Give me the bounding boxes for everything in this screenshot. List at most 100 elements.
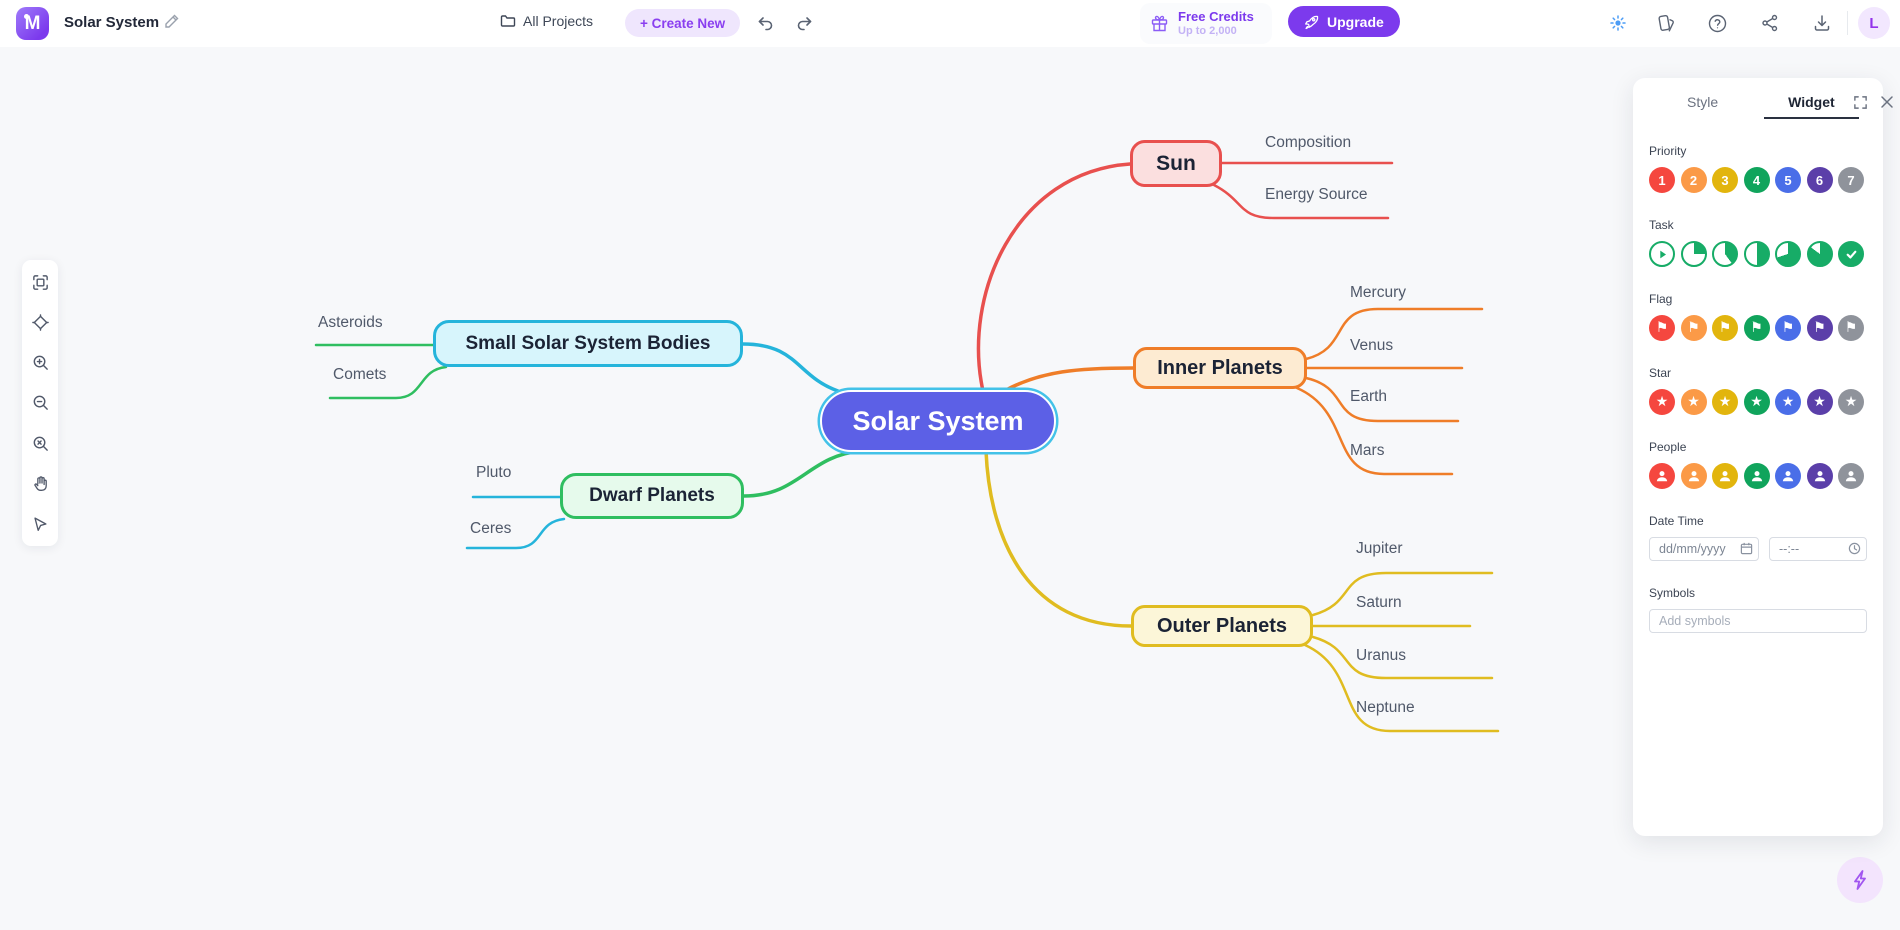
all-projects-link[interactable]: All Projects (500, 13, 593, 29)
topic-comets[interactable]: Comets (333, 366, 387, 383)
close-panel-icon[interactable] (1880, 95, 1894, 109)
task-85-icon[interactable] (1806, 241, 1833, 267)
create-new-button[interactable]: + Create New (625, 9, 741, 37)
flag-purple-icon[interactable]: ⚑ (1806, 315, 1833, 341)
lightning-icon (1854, 870, 1866, 890)
people-red-icon[interactable] (1649, 463, 1675, 489)
topic-earth[interactable]: Earth (1350, 388, 1388, 405)
topic-pluto[interactable]: Pluto (476, 464, 512, 481)
flag-yellow-icon[interactable]: ⚑ (1712, 315, 1738, 341)
priority-4-badge[interactable]: 4 (1743, 167, 1770, 193)
branch-node-sun[interactable]: Sun (1130, 140, 1222, 187)
priority-5-badge[interactable]: 5 (1775, 167, 1801, 193)
user-avatar[interactable]: L (1858, 7, 1890, 39)
topic-neptune[interactable]: Neptune (1356, 699, 1415, 716)
datetime-label: Date Time (1649, 514, 1704, 528)
task-40-icon[interactable] (1712, 241, 1738, 267)
priority-7-badge[interactable]: 7 (1838, 167, 1864, 193)
branch-node-inner-planets[interactable]: Inner Planets (1133, 347, 1307, 389)
symbols-input[interactable] (1649, 609, 1867, 633)
people-blue-icon[interactable] (1775, 463, 1801, 489)
star-yellow-icon[interactable]: ★ (1712, 389, 1738, 415)
all-projects-label: All Projects (523, 13, 594, 29)
people-yellow-icon[interactable] (1712, 463, 1738, 489)
edge-earth (1304, 376, 1460, 423)
share-icon[interactable] (1757, 10, 1783, 36)
redo-icon[interactable] (792, 10, 818, 36)
edge-ceres (465, 517, 566, 550)
priority-6-badge[interactable]: 6 (1806, 167, 1833, 193)
priority-section: Priority 1 2 3 4 5 6 7 (1649, 144, 1867, 193)
task-50-icon[interactable] (1743, 241, 1770, 267)
upgrade-button[interactable]: Upgrade (1288, 6, 1400, 37)
branch-node-small-solar-system-bodies[interactable]: Small Solar System Bodies (433, 320, 743, 367)
free-credits-badge[interactable]: Free Credits Up to 2,000 (1140, 3, 1272, 44)
document-title: Solar System (64, 14, 160, 31)
tab-style[interactable]: Style (1687, 94, 1719, 110)
download-icon[interactable] (1809, 10, 1835, 36)
root-node-solar-system[interactable]: Solar System (820, 390, 1056, 452)
time-input[interactable] (1769, 537, 1867, 561)
people-orange-icon[interactable] (1680, 463, 1707, 489)
task-done-icon[interactable] (1838, 241, 1864, 267)
topic-asteroids[interactable]: Asteroids (318, 314, 383, 331)
topic-energy-source[interactable]: Energy Source (1265, 186, 1368, 203)
topic-mars[interactable]: Mars (1350, 442, 1385, 459)
topic-composition[interactable]: Composition (1265, 134, 1352, 151)
flag-green-icon[interactable]: ⚑ (1743, 315, 1770, 341)
edge-neptune (1303, 643, 1500, 733)
task-25-icon[interactable] (1680, 241, 1707, 267)
flag-gray-icon[interactable]: ⚑ (1838, 315, 1864, 341)
topic-venus[interactable]: Venus (1350, 337, 1394, 354)
tab-widget[interactable]: Widget (1764, 94, 1859, 119)
branch-node-outer-planets[interactable]: Outer Planets (1131, 605, 1313, 647)
priority-3-badge[interactable]: 3 (1712, 167, 1738, 193)
zoom-out-icon[interactable] (29, 392, 51, 414)
upgrade-label: Upgrade (1327, 13, 1384, 30)
star-purple-icon[interactable]: ★ (1806, 389, 1833, 415)
rename-icon[interactable] (164, 13, 180, 29)
task-start-icon[interactable] (1649, 241, 1675, 267)
zoom-reset-icon[interactable] (29, 432, 51, 454)
star-green-icon[interactable]: ★ (1743, 389, 1770, 415)
topic-uranus[interactable]: Uranus (1356, 647, 1406, 664)
task-70-icon[interactable] (1775, 241, 1801, 267)
topic-mercury[interactable]: Mercury (1350, 284, 1406, 301)
help-icon[interactable] (1704, 10, 1730, 36)
edge-uranus (1311, 635, 1494, 680)
ai-assistant-button[interactable] (1837, 857, 1883, 903)
fit-screen-icon[interactable] (29, 271, 51, 293)
undo-icon[interactable] (752, 10, 778, 36)
flag-label: Flag (1649, 292, 1673, 306)
pan-hand-icon[interactable] (29, 473, 51, 495)
edge-dwarf-planets (742, 449, 864, 498)
topic-saturn[interactable]: Saturn (1356, 594, 1402, 611)
people-purple-icon[interactable] (1806, 463, 1833, 489)
flag-red-icon[interactable]: ⚑ (1649, 315, 1675, 341)
people-green-icon[interactable] (1743, 463, 1770, 489)
star-gray-icon[interactable]: ★ (1838, 389, 1864, 415)
star-orange-icon[interactable]: ★ (1680, 389, 1707, 415)
star-blue-icon[interactable]: ★ (1775, 389, 1801, 415)
expand-panel-icon[interactable] (1853, 95, 1868, 110)
zoom-in-icon[interactable] (29, 352, 51, 374)
priority-1-badge[interactable]: 1 (1649, 167, 1675, 193)
priority-2-badge[interactable]: 2 (1680, 167, 1707, 193)
locate-center-icon[interactable] (29, 311, 51, 333)
app-logo[interactable]: M (16, 7, 49, 40)
ai-beautify-icon[interactable] (1605, 10, 1631, 36)
flag-blue-icon[interactable]: ⚑ (1775, 315, 1801, 341)
datetime-section: Date Time (1649, 514, 1867, 561)
star-red-icon[interactable]: ★ (1649, 389, 1675, 415)
people-gray-icon[interactable] (1838, 463, 1864, 489)
canvas-toolbar (22, 260, 58, 546)
topic-ceres[interactable]: Ceres (470, 520, 512, 537)
edge-comets (328, 365, 448, 400)
date-input[interactable] (1649, 537, 1759, 561)
flag-orange-icon[interactable]: ⚑ (1680, 315, 1707, 341)
theme-palette-icon[interactable] (1653, 10, 1679, 36)
select-cursor-icon[interactable] (29, 513, 51, 535)
topic-jupiter[interactable]: Jupiter (1356, 540, 1403, 557)
edge-jupiter (1311, 571, 1494, 617)
branch-node-dwarf-planets[interactable]: Dwarf Planets (560, 473, 744, 519)
